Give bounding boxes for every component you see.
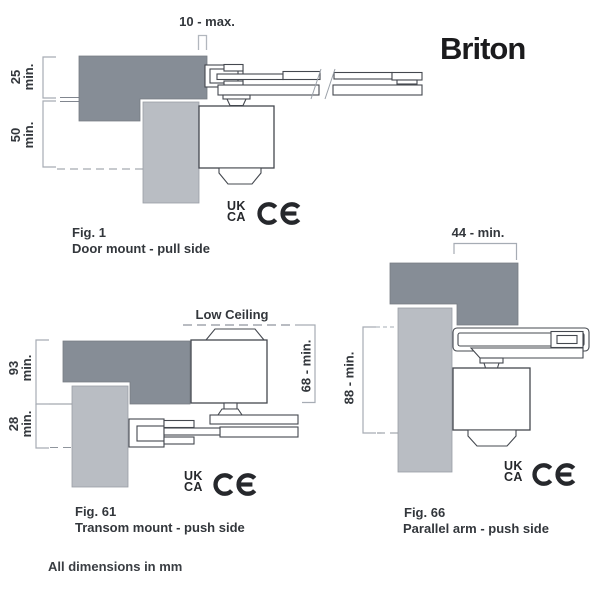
fig61-ukca-mark: UK CA [184,469,203,494]
fig66-frame [389,262,519,326]
fig61-arm [128,402,299,448]
fig61-bottom-dimension-unit: min. [19,410,34,438]
fig1-closer-body [198,105,275,169]
fig61-top-dimension: 93 min. [6,354,34,382]
ukca-bottom-text: CA [227,210,246,224]
fig61-diagram [35,324,316,488]
fig66-closer-body [452,367,531,431]
ukca-top-text: UK [227,199,246,213]
fig61-frame [62,340,191,405]
ukca-bottom-text: CA [184,480,203,494]
fig1-frame [78,55,208,122]
fig1-arm [204,63,423,107]
fig66-ukca-mark: UK CA [504,459,523,484]
fig66-arm [452,327,590,371]
fig66-caption-subtitle: Parallel arm - push side [403,521,549,536]
fig1-top-dimension-unit: min. [21,63,36,91]
fig66-closer-cap [467,429,517,447]
fig1-ce-mark [257,200,304,227]
fig1-gap-dimension: 10 - max. [179,14,235,29]
fig66-dimension-lines [362,242,518,434]
fig1-diagram [42,34,423,204]
fig61-ce-mark [213,471,260,498]
fig61-door [71,385,129,488]
fig61-closer-cap [204,328,266,341]
fig61-closer-body [190,339,268,404]
fig66-ce-mark [532,461,579,488]
fig66-caption-title: Fig. 66 [404,505,446,520]
fig1-ukca-mark: UK CA [227,199,246,224]
fig61-dimension-lines [35,324,316,449]
fig61-caption-subtitle: Transom mount - push side [75,520,245,535]
fig66-left-dimension: 88 - min. [341,351,357,405]
fig1-door [142,101,200,204]
fig66-width-dimension: 44 - min. [451,225,505,240]
fig1-caption-title: Fig. 1 [72,225,106,240]
fig66-diagram [362,242,590,473]
ukca-bottom-text: CA [504,470,523,484]
fig1-caption-subtitle: Door mount - pull side [72,241,210,256]
fig1-bottom-dimension: 50 min. [8,121,36,149]
fig61-bottom-dimension: 28 min. [6,410,34,438]
briton-logo: Briton [440,31,526,66]
fig61-right-dimension: 68 - min. [298,339,314,393]
fig66-door [397,307,453,473]
fig1-top-dimension: 25 min. [8,63,36,91]
fig61-caption-title: Fig. 61 [75,504,117,519]
fig61-ceiling-label: Low Ceiling [195,307,269,322]
fig1-dimension-lines [42,34,208,168]
fig1-closer-cap [218,167,262,185]
fig61-top-dimension-unit: min. [19,354,34,382]
dimensions-note: All dimensions in mm [48,559,183,574]
ukca-top-text: UK [504,459,523,473]
ukca-top-text: UK [184,469,203,483]
fig1-bottom-dimension-unit: min. [21,121,36,149]
